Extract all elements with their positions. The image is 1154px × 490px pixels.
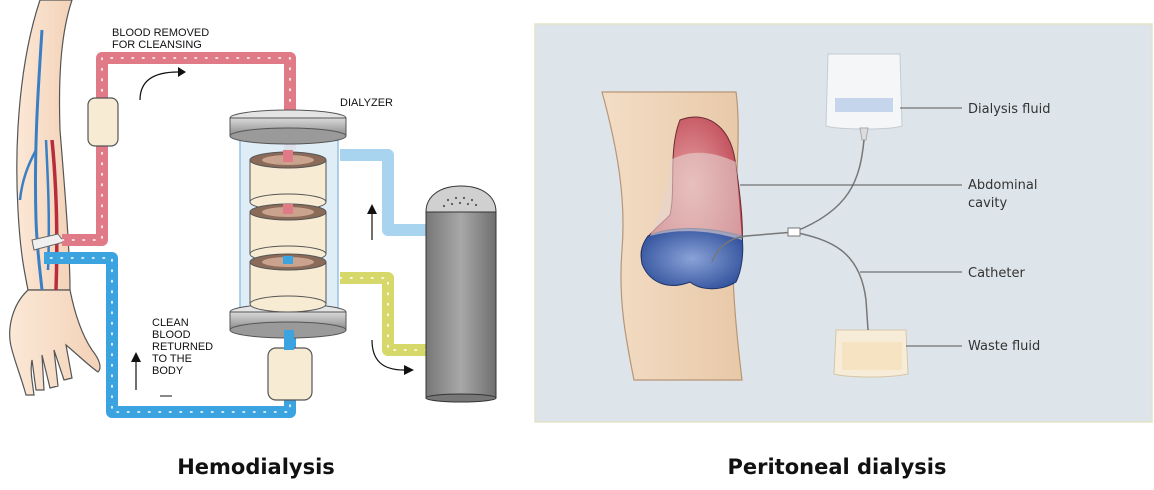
up-arrow-icon (131, 352, 141, 362)
clean-blood-label-line4: TO THE (152, 353, 192, 365)
blood-removed-label-line1: BLOOD REMOVED (112, 27, 209, 39)
clean-blood-label-line2: BLOOD (152, 329, 191, 341)
dialyzer-label: DIALYZER (340, 97, 393, 109)
label-abdominal-cavity-line2: cavity (968, 196, 1008, 211)
clean-blood-label-line5: BODY (152, 365, 184, 377)
label-abdominal-cavity-line1: Abdominal (968, 178, 1037, 193)
hemodialysis-panel: BLOOD REMOVED FOR CLEANSING CLEAN BLOOD … (0, 0, 530, 490)
peritoneal-dialysis-diagram: Dialysis fluid Abdominal cavity Catheter… (534, 23, 1153, 423)
label-waste-fluid: Waste fluid (968, 339, 1040, 354)
dialyzer (229, 109, 347, 350)
flow-arrow-icon (178, 67, 186, 77)
abdominal-cavity-illustration (640, 116, 744, 290)
bubble-trap (267, 347, 313, 401)
dialysis-machine (425, 185, 497, 403)
clean-blood-label-line3: RETURNED (152, 341, 213, 353)
label-dialysis-fluid: Dialysis fluid (968, 102, 1050, 117)
peritoneal-dialysis-caption: Peritoneal dialysis (727, 455, 947, 479)
up-arrow-icon (367, 204, 377, 214)
dialysate-in-tube (340, 149, 430, 236)
clean-blood-label-line1: CLEAN (152, 317, 189, 329)
catheter-tubes (711, 139, 869, 331)
peritoneal-dialysis-panel: Dialysis fluid Abdominal cavity Catheter… (530, 0, 1154, 490)
dialysis-fluid-bag (825, 53, 903, 141)
blood-removed-label-line2: FOR CLEANSING (112, 39, 202, 51)
flow-arrow-icon (404, 365, 414, 375)
arm-illustration (9, 0, 101, 396)
hemodialysis-caption: Hemodialysis (177, 455, 335, 479)
dialysate-out-tube (339, 272, 431, 356)
hemodialysis-diagram: BLOOD REMOVED FOR CLEANSING CLEAN BLOOD … (9, 0, 497, 418)
label-catheter: Catheter (968, 266, 1025, 281)
catheter-connector (787, 227, 801, 237)
blood-removed-tube (61, 52, 296, 246)
blood-pump (87, 97, 119, 147)
waste-fluid-bag (833, 329, 909, 378)
